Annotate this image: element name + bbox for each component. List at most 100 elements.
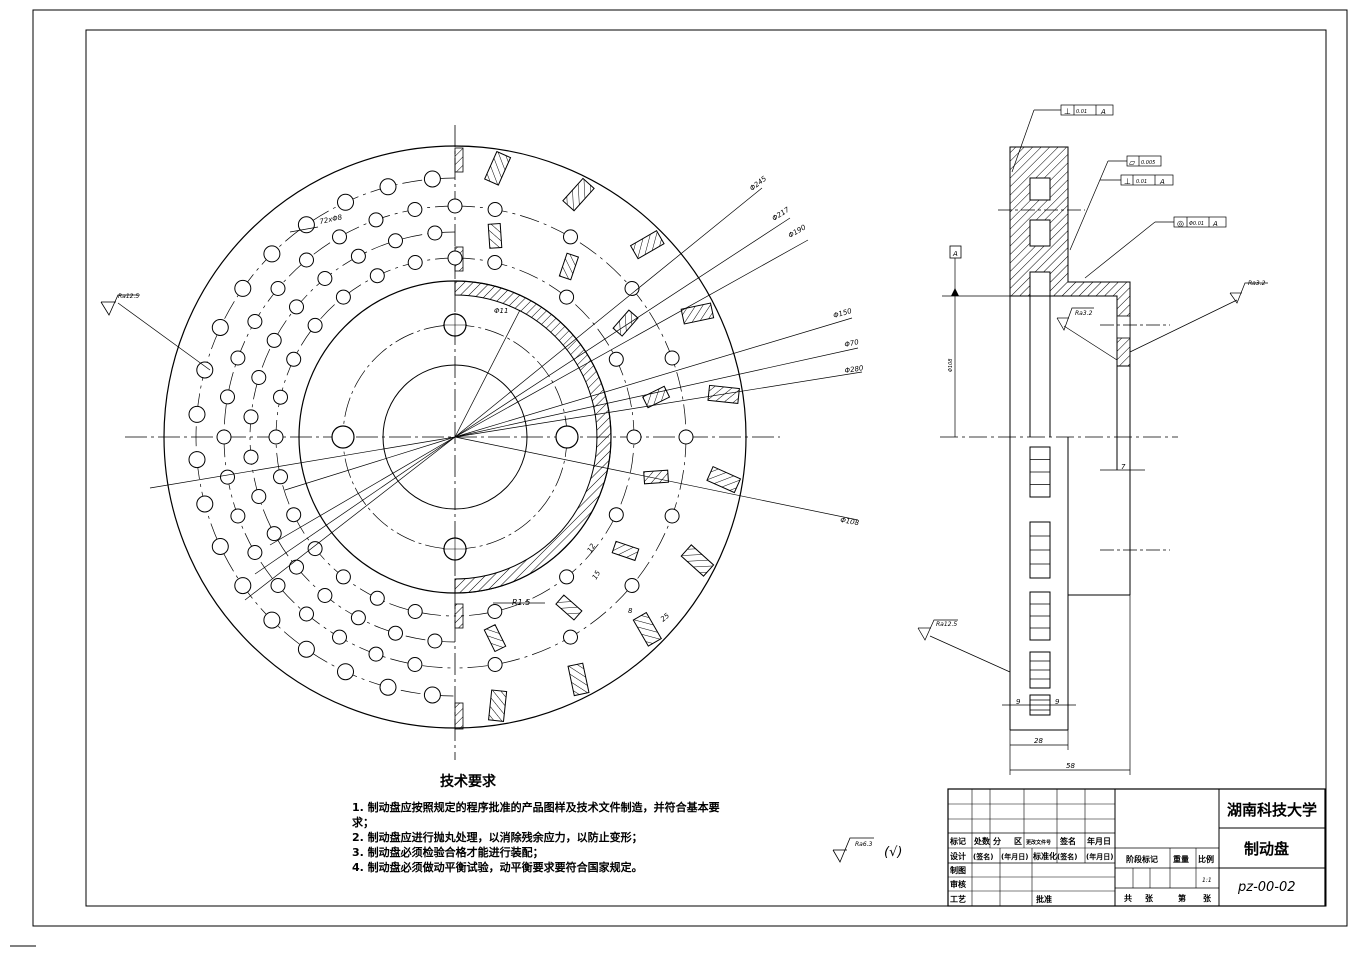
side-dim-58: 58 [1066,762,1075,770]
tb-scale: 1:1 [1202,877,1212,884]
cooling-slot [680,544,715,577]
vent-hole [407,202,423,217]
tech-line-4: 4. 制动盘必须做动平衡试验，动平衡要求要符合国家规定。 [352,861,643,874]
tol-3-symbol: ⊥ [1124,177,1131,186]
tb-no: 第 [1178,893,1186,903]
vent-hole [350,248,366,264]
vent-hole [317,588,333,603]
cooling-slot [562,177,595,212]
vent-hole [251,489,267,504]
vent-hole [407,657,423,672]
tb-review: 审核 [950,879,966,889]
vent-hole [332,629,347,645]
vent-hole [664,508,680,524]
tb-mark: 标记 [949,836,966,846]
tol-4-datum: A [1212,220,1218,228]
vent-hole [243,449,259,465]
roughness-note: Ra6.3 [855,841,873,848]
vent-hole [337,663,354,681]
cooling-slot [629,230,665,260]
dim-r1-5: R1.5 [512,598,530,607]
vent-hole [188,405,206,423]
tb-stage: 阶段标记 [1126,854,1158,864]
title-block: 标记 处数 分 区 更改文件号 签名 年月日 设计 (签名) (年月日) 标准化… [947,788,1326,907]
dim-25: 25 [659,611,671,623]
vent-hole [487,202,503,217]
vent-hole [268,429,284,445]
vent-hole [188,451,206,469]
vent-hole [423,170,441,188]
vent-hole [368,646,384,662]
vent-hole [299,606,314,622]
vent-hole [266,332,282,348]
vent-hole [608,351,624,367]
tb-date: 年月日 [1087,836,1111,846]
vent-hole [368,212,384,228]
tb-design: 设计 [950,851,966,861]
cooling-slot [567,662,590,697]
outer-border [32,9,1348,927]
side-slots [1029,446,1051,716]
vent-hole [270,578,286,593]
side-dim-28: 28 [1034,737,1043,745]
side-view: A Φ108 [917,104,1268,775]
tol-1-symbol: ⊥ [1064,107,1071,116]
dim-phi11: Φ11 [494,307,508,315]
tb-sign: 签名 [1059,836,1076,846]
vent-hole [559,289,575,305]
vent-hole [423,686,441,704]
roughness-front: Ra12.5 [118,293,139,300]
vent-hole [563,229,578,245]
datum-label: A [952,250,958,258]
vent-hole [379,178,397,196]
inner-border [85,29,1327,907]
vent-hole [289,559,304,575]
side-roughness-3: Ra12.5 [936,621,957,628]
tol-1-value: 0.01 [1076,109,1087,115]
vent-hole [337,193,354,211]
tech-line-2: 2. 制动盘应进行抛丸处理，以消除残余应力，以防止变形； [352,831,643,844]
tol-4-value: Φ0.01 [1189,221,1204,227]
vent-hole [273,389,288,405]
vent-hole [230,508,246,524]
tb-process: 工艺 [950,894,966,904]
vent-hole [407,604,423,619]
university-name: 湖南科技大学 [1227,801,1317,819]
vent-hole [196,495,214,513]
tb-std-sign: (签名) [1057,852,1077,861]
dim-12: 12 [586,542,598,554]
vent-hole [220,389,235,405]
cooling-slot [643,469,670,485]
vent-hole [664,350,680,366]
vent-hole [247,314,263,329]
side-dim-7: 7 [1121,463,1126,471]
tb-change-no: 更改文件号 [1026,839,1051,846]
tb-ratio: 比例 [1198,854,1214,864]
vent-hole [297,640,315,658]
cooling-slot [632,611,662,647]
vent-hole [263,611,281,629]
cooling-slot [483,150,512,186]
vent-hole [289,299,304,315]
cooling-slot [642,385,671,409]
tb-standard: 标准化 [1032,851,1057,861]
vent-hole [211,319,229,336]
side-dim-9b: 9 [1055,698,1060,706]
cooling-slot [680,302,715,325]
vent-hole [559,569,575,585]
tol-2-symbol: ▱ [1129,158,1136,167]
vent-hole [624,281,640,296]
dim-phi70: Φ70 [844,338,860,349]
vent-hole [369,268,385,284]
vent-hole [487,255,503,270]
vent-hole [335,289,351,305]
dim-phi108: Φ108 [840,516,861,527]
vent-hole [234,577,252,595]
side-dim-phi108: Φ108 [948,359,954,372]
vent-hole [307,317,323,333]
dim-8: 8 [628,607,633,615]
vent-hole [487,604,503,619]
vent-hole [369,590,385,606]
dim-phi217: Φ217 [771,205,792,222]
dim-phi150: Φ150 [832,307,853,320]
